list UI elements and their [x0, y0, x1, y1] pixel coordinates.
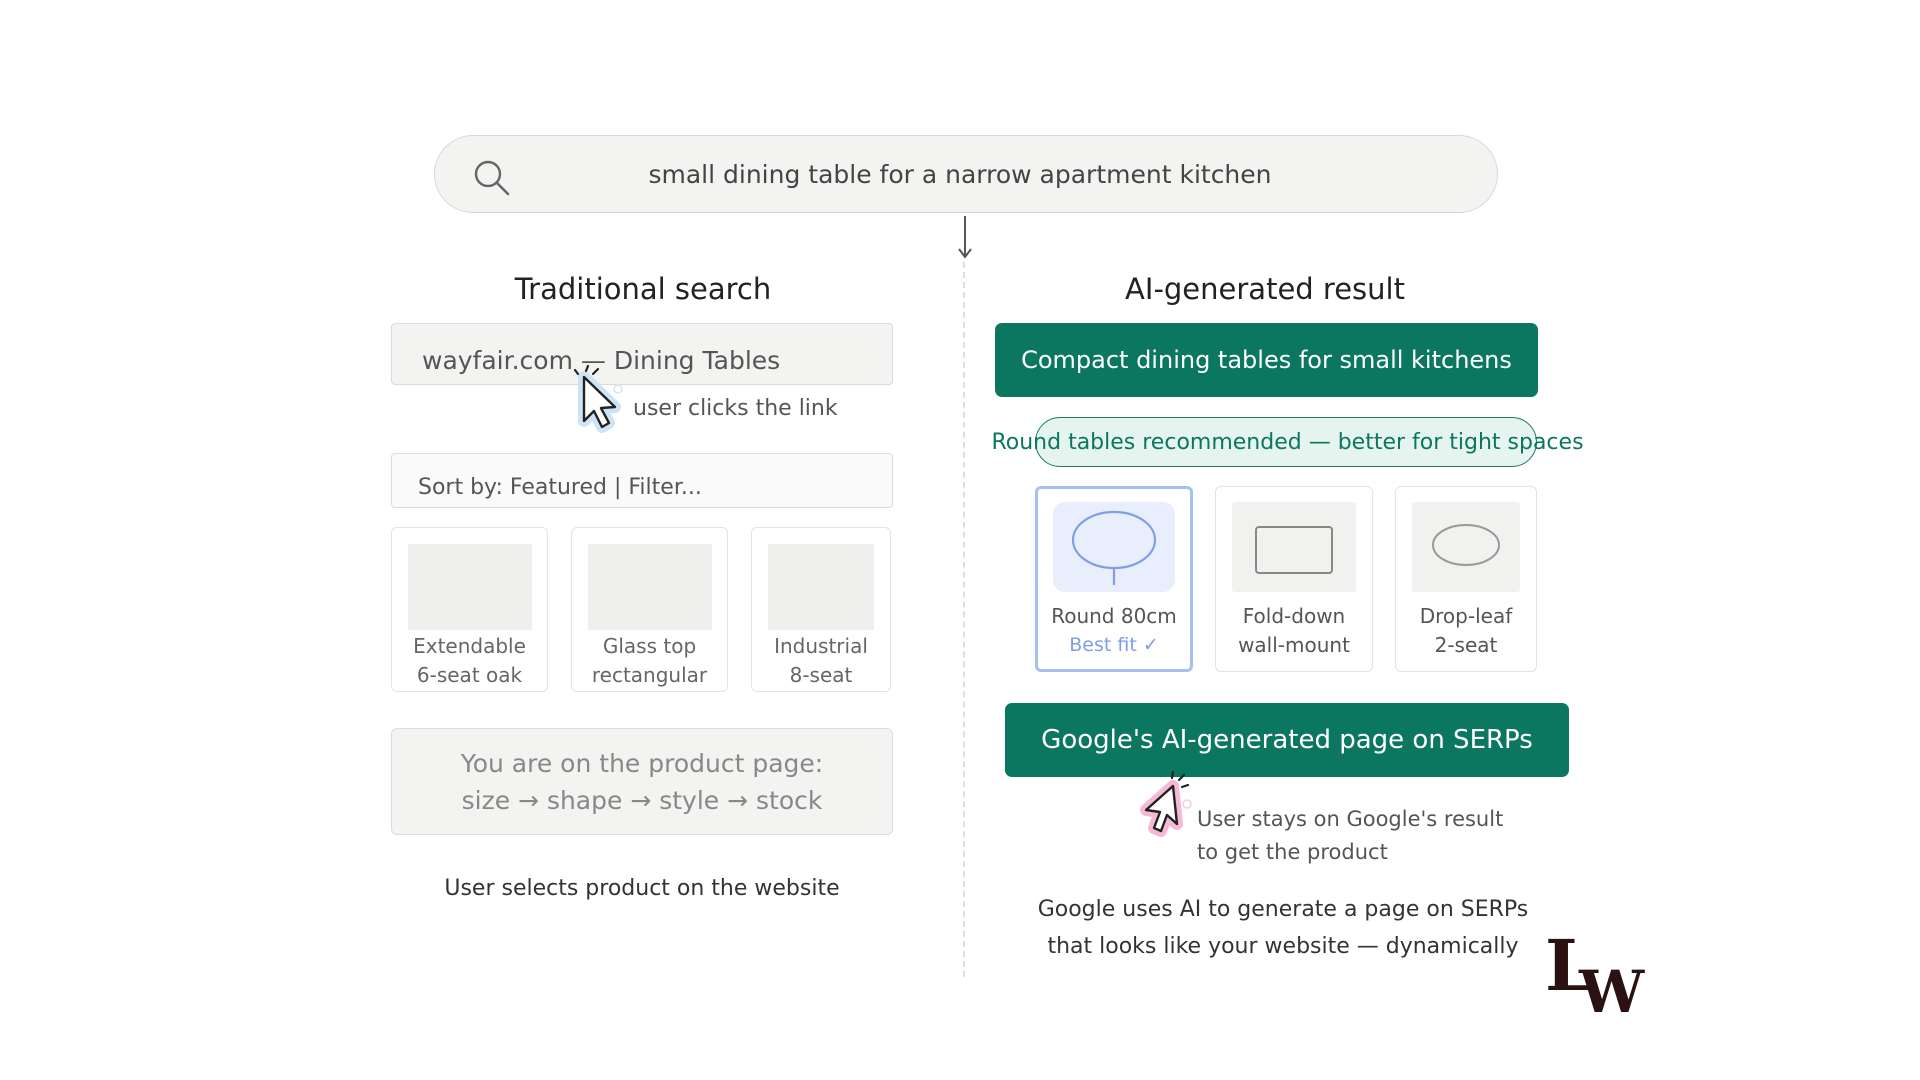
click-note: user clicks the link [633, 395, 838, 421]
product-image-placeholder [588, 544, 712, 630]
traditional-search-title: Traditional search [514, 272, 772, 306]
down-arrow-icon [958, 216, 972, 259]
ai-result-banner: Compact dining tables for small kitchens [995, 323, 1538, 397]
recommendation-text: Round tables recommended — better for ti… [991, 429, 1584, 455]
product-image-placeholder [408, 544, 532, 630]
product-image-placeholder [768, 544, 874, 630]
search-result-link[interactable]: wayfair.com — Dining Tables [422, 345, 781, 375]
svg-text:L: L [1545, 932, 1594, 1007]
rectangle-table-icon [1255, 526, 1333, 574]
stays-note: User stays on Google's result to get the… [1197, 807, 1504, 864]
lw-logo: L W [1545, 932, 1645, 1017]
option-image [1232, 502, 1356, 592]
ai-result-title: AI-generated result [1125, 272, 1405, 306]
left-caption: User selects product on the website [444, 875, 840, 901]
search-result-link-card[interactable] [391, 323, 893, 385]
product-page-box: You are on the product page: size → shap… [391, 728, 893, 835]
option-label: Round 80cm [1051, 603, 1177, 628]
search-icon [474, 160, 510, 196]
round-table-icon [1071, 510, 1157, 585]
sort-filter-bar[interactable] [391, 453, 893, 508]
right-caption: Google uses AI to generate a page on SER… [1037, 897, 1529, 959]
sort-filter-text[interactable]: Sort by: Featured | Filter... [418, 474, 702, 500]
option-image [1412, 502, 1520, 592]
column-divider [963, 262, 965, 977]
google-ai-page-banner: Google's AI-generated page on SERPs [1005, 703, 1569, 777]
svg-text:W: W [1578, 958, 1645, 1017]
oval-table-icon [1432, 524, 1500, 566]
cursor-click-icon [573, 365, 623, 433]
search-bar[interactable] [434, 135, 1498, 213]
cursor-click-icon [1140, 770, 1192, 837]
search-query: small dining table for a narrow apartmen… [648, 159, 1272, 189]
best-fit-badge: Best fit ✓ [1069, 634, 1159, 656]
recommendation-pill [1035, 417, 1537, 467]
